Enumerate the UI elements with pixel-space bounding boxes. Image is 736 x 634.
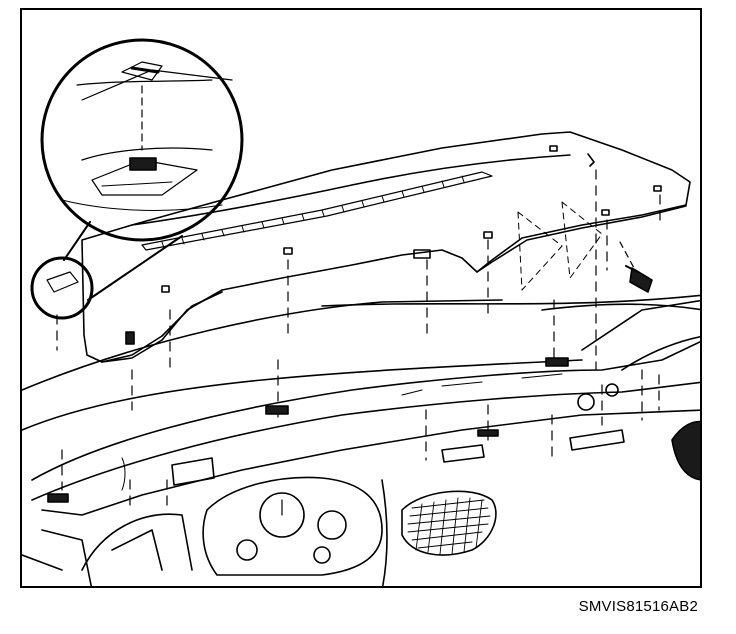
center-vent-grille	[407, 497, 491, 555]
bolt-head-icon	[605, 383, 619, 397]
speedometer-gauge-icon	[259, 492, 305, 538]
corner-tab-icon	[587, 153, 595, 167]
clip-slot-icon	[601, 209, 610, 216]
lower-clip-icon	[545, 357, 569, 367]
figure-code: SMVIS81516AB2	[578, 598, 698, 615]
tachometer-gauge-icon	[317, 510, 347, 540]
fuel-gauge-icon	[236, 539, 258, 561]
upper-trim-pad	[81, 131, 691, 363]
push-pin-retainer-icon	[619, 241, 653, 293]
defroster-grille-slots	[161, 175, 465, 249]
instrument-panel-carrier	[22, 294, 700, 586]
bolt-head-icon	[577, 393, 595, 411]
clip-slot-icon	[549, 145, 558, 152]
lower-clip-icon	[265, 405, 289, 415]
clip-slot-icon	[161, 285, 170, 293]
sensor-slot-icon	[413, 249, 431, 259]
temp-gauge-icon	[313, 546, 331, 564]
clip-socket-icon	[129, 157, 157, 171]
retainer-clip-icon	[121, 61, 163, 81]
guide-triangles	[517, 201, 603, 291]
clip-slot-icon	[483, 231, 493, 239]
speaker-tab-icon	[125, 331, 135, 345]
lower-clip-icon	[47, 493, 69, 503]
diagram-frame	[20, 8, 702, 588]
clip-slot-icon	[283, 247, 293, 255]
clip-slot-icon	[653, 185, 662, 192]
detail-magnifier	[30, 38, 244, 320]
lower-clip-icon	[477, 429, 499, 437]
dashboard-exploded-view	[22, 38, 700, 586]
